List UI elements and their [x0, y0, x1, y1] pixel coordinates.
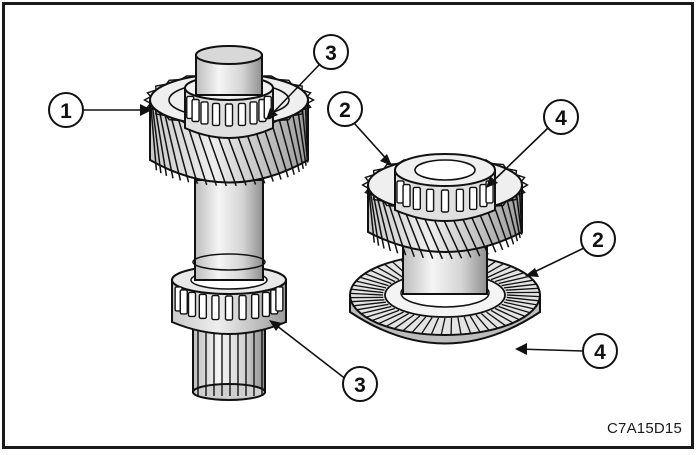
shaft-top-stub: [195, 45, 263, 96]
callout-4-top: 4: [486, 99, 579, 188]
callout-4-top-label: 4: [555, 107, 567, 130]
input-shaft-assembly: [143, 45, 315, 401]
callout-4-right-label: 4: [594, 341, 606, 364]
callout-1-label: 1: [60, 100, 72, 123]
callout-2-top-label: 2: [339, 99, 351, 122]
callout-2-right: 2: [525, 221, 616, 277]
counter-gear-assembly: [349, 153, 541, 345]
callout-3-bottom-label: 3: [354, 374, 366, 397]
callout-2-top: 2: [327, 91, 392, 166]
callout-2-right-label: 2: [592, 229, 604, 252]
counter-bearing: [394, 153, 496, 222]
callout-1: 1: [48, 92, 152, 128]
diagram-frame: [2, 2, 694, 449]
shaft-body: [192, 179, 266, 281]
callout-3-bottom: 3: [269, 320, 378, 402]
figure-code: C7A15D15: [607, 420, 682, 437]
callout-3-top: 3: [266, 34, 349, 120]
callout-4-right: 4: [515, 333, 618, 369]
callouts: 1 3 3 2: [48, 34, 618, 402]
callout-3-top-label: 3: [325, 42, 337, 65]
